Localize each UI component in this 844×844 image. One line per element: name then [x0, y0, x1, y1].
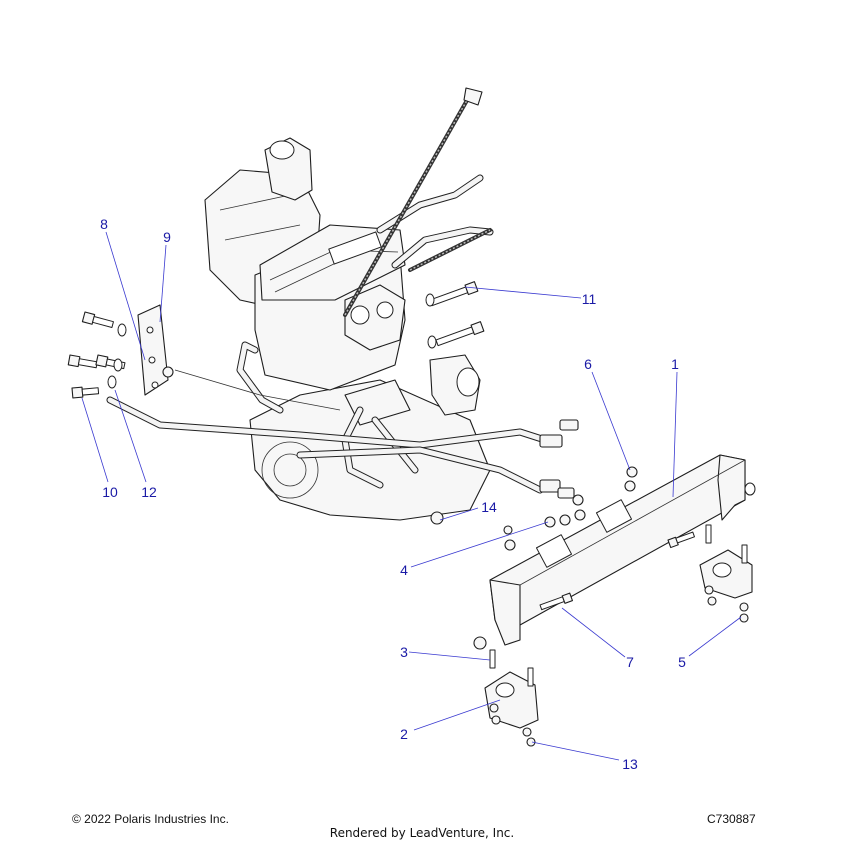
mount-bolts-upper: [425, 281, 485, 349]
callout-7[interactable]: 7: [626, 654, 634, 670]
engine-mount-right: [699, 524, 753, 623]
callout-4[interactable]: 4: [400, 562, 408, 578]
callout-13[interactable]: 13: [622, 756, 638, 772]
callout-10[interactable]: 10: [102, 484, 118, 500]
engine-bracket: [137, 304, 169, 396]
callout-labels: 1 2 3 4 5 6 7 8 9 10 11 12 13 14: [100, 216, 686, 772]
callout-8[interactable]: 8: [100, 216, 108, 232]
engine-assembly: [204, 137, 491, 521]
crossmember: [489, 454, 756, 646]
misc-fasteners: [430, 466, 695, 669]
bracket-bolts: [67, 311, 174, 399]
callout-3[interactable]: 3: [400, 644, 408, 660]
rendered-by-text: Rendered by LeadVenture, Inc.: [329, 826, 515, 840]
leader-lines: [81, 231, 742, 761]
callout-9[interactable]: 9: [163, 229, 171, 245]
callout-6[interactable]: 6: [584, 356, 592, 372]
callout-14[interactable]: 14: [481, 499, 497, 515]
callout-1[interactable]: 1: [671, 356, 679, 372]
callout-5[interactable]: 5: [678, 654, 686, 670]
callout-12[interactable]: 12: [141, 484, 157, 500]
callout-11[interactable]: 11: [582, 291, 597, 307]
dipstick: [343, 87, 492, 317]
figure-code: C730887: [707, 812, 756, 826]
wiring-harness: [106, 369, 579, 499]
engine-mount-lower: [484, 667, 539, 747]
copyright-text: © 2022 Polaris Industries Inc.: [72, 812, 229, 826]
callout-2[interactable]: 2: [400, 726, 408, 742]
